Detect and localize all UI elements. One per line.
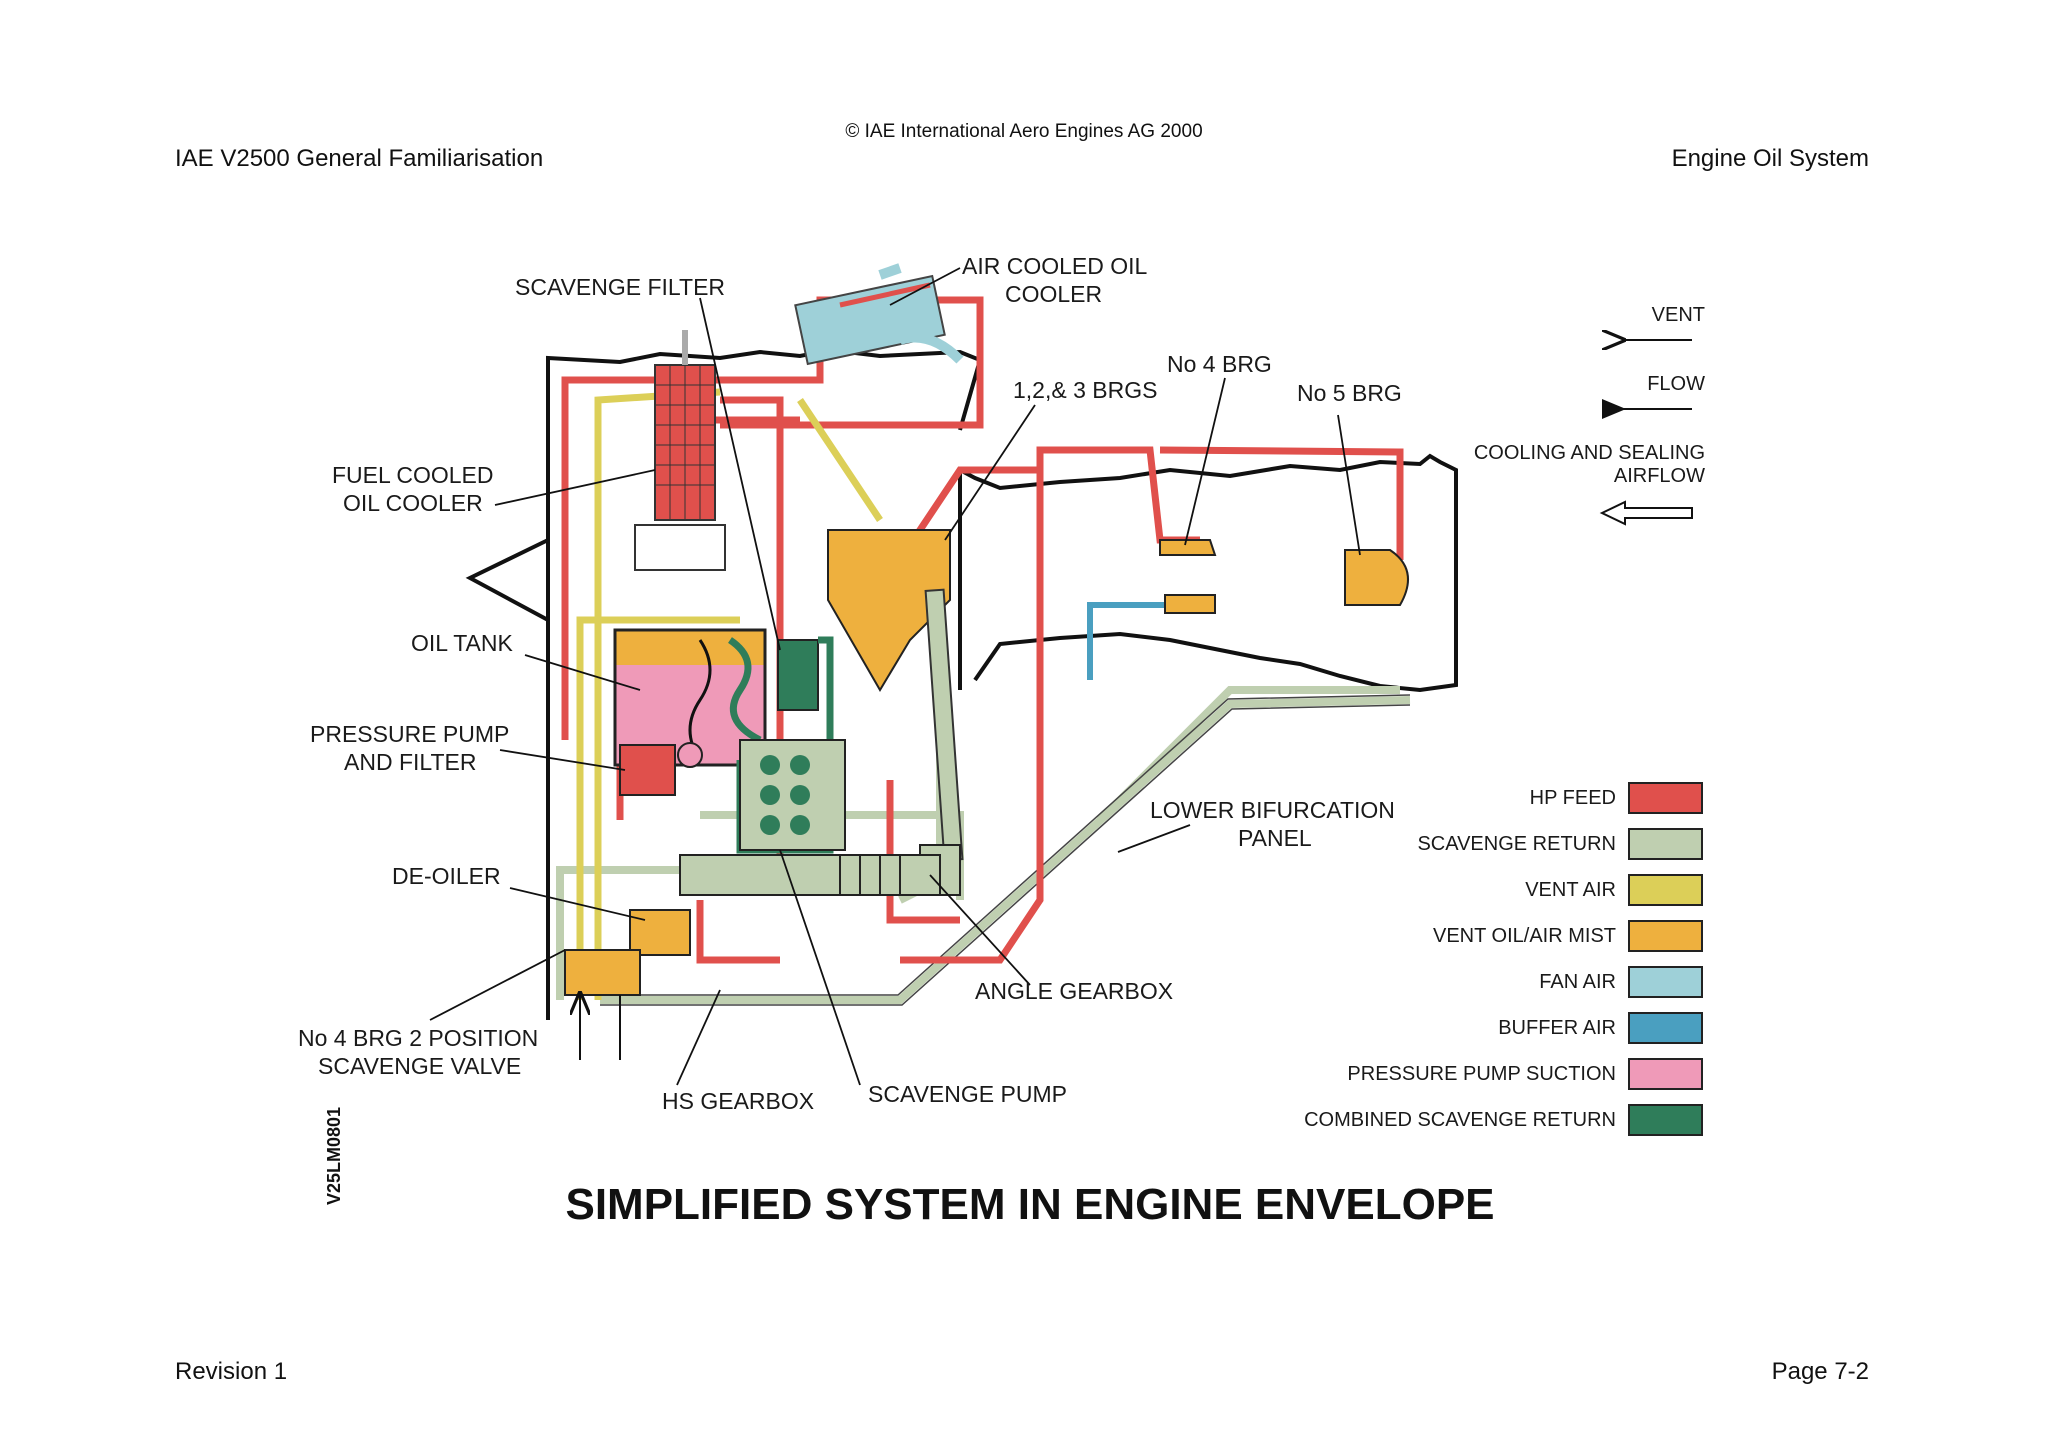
- cooling-key-label-line1: COOLING AND SEALING: [1474, 442, 1705, 464]
- legend-label: BUFFER AIR: [1498, 1017, 1616, 1039]
- label-air-cooled-oil-cooler-line1: AIR COOLED OIL: [962, 253, 1148, 279]
- label-de-oiler: DE-OILER: [392, 863, 501, 889]
- legend-label: VENT AIR: [1525, 879, 1616, 901]
- legend-swatch: [1628, 782, 1703, 814]
- label-no4-brg-valve-line2: SCAVENGE VALVE: [318, 1053, 521, 1079]
- fuel-cooled-oil-cooler: [634, 330, 726, 571]
- legend: HP FEED SCAVENGE RETURN VENT AIR VENT OIL/A…: [1304, 782, 1703, 1136]
- label-fuel-cooled-oil-cooler-line2: OIL COOLER: [343, 490, 483, 516]
- legend-swatch: [1628, 1012, 1703, 1044]
- scavenge-return-outline: [600, 694, 1411, 1006]
- legend-swatch: [1628, 874, 1703, 906]
- label-lower-bifurcation-line1: LOWER BIFURCATION: [1150, 797, 1395, 823]
- document-title: IAE V2500 General Familiarisation: [175, 145, 544, 172]
- air-cooled-oil-cooler: [794, 263, 964, 366]
- hs-gearbox: [679, 854, 941, 896]
- flow-key-label: FLOW: [1647, 373, 1705, 395]
- label-no4-brg-valve-line1: No 4 BRG 2 POSITION: [298, 1025, 538, 1051]
- label-no5-brg: No 5 BRG: [1297, 380, 1402, 406]
- legend-label: FAN AIR: [1539, 971, 1616, 993]
- bearing-housing-123: [827, 529, 964, 862]
- revision-label: Revision 1: [175, 1358, 288, 1385]
- de-oiler: [629, 909, 691, 956]
- label-pressure-pump-line2: AND FILTER: [344, 749, 476, 775]
- buffer-air-line: [1087, 602, 1180, 680]
- pressure-pump-and-filter: [619, 742, 703, 796]
- copyright-notice: © IAE International Aero Engines AG 2000: [845, 121, 1203, 142]
- no4-bearing: [1159, 539, 1217, 614]
- vent-key-label: VENT: [1652, 304, 1705, 326]
- legend-swatch: [1628, 828, 1703, 860]
- section-title: Engine Oil System: [1671, 145, 1869, 172]
- legend-swatch: [1628, 966, 1703, 998]
- legend-label: COMBINED SCAVENGE RETURN: [1304, 1109, 1616, 1131]
- scavenge-filter: [727, 637, 819, 744]
- label-scavenge-pump: SCAVENGE PUMP: [868, 1081, 1067, 1107]
- label-fuel-cooled-oil-cooler-line1: FUEL COOLED: [332, 462, 493, 488]
- page-number: Page 7-2: [1771, 1358, 1869, 1385]
- cooling-arrow-icon: [1599, 500, 1693, 526]
- legend-swatch: [1628, 1104, 1703, 1136]
- label-brgs-123: 1,2,& 3 BRGS: [1013, 377, 1157, 403]
- no5-bearing: [1344, 549, 1409, 606]
- legend-swatch: [1628, 920, 1703, 952]
- label-oil-tank: OIL TANK: [411, 630, 513, 656]
- label-air-cooled-oil-cooler-line2: COOLER: [1005, 281, 1102, 307]
- no4-brg-scavenge-valve: [564, 949, 641, 1060]
- figure-code: V25LM0801: [324, 1107, 344, 1205]
- label-scavenge-filter: SCAVENGE FILTER: [515, 274, 725, 300]
- label-lower-bifurcation-line2: PANEL: [1238, 825, 1312, 851]
- scavenge-pump: [739, 739, 846, 851]
- engine-casing-outline: [465, 347, 1458, 1020]
- label-no4-brg: No 4 BRG: [1167, 351, 1272, 377]
- leader-lines: [429, 267, 1361, 1086]
- legend-label: PRESSURE PUMP SUCTION: [1347, 1063, 1616, 1085]
- cooling-key-label-line2: AIRFLOW: [1614, 465, 1705, 487]
- label-angle-gearbox: ANGLE GEARBOX: [975, 978, 1173, 1004]
- diagram-title: SIMPLIFIED SYSTEM IN ENGINE ENVELOPE: [565, 1180, 1494, 1229]
- legend-swatch: [1628, 1058, 1703, 1090]
- legend-label: HP FEED: [1530, 787, 1616, 809]
- label-pressure-pump-line1: PRESSURE PUMP: [310, 721, 509, 747]
- legend-label: SCAVENGE RETURN: [1417, 833, 1616, 855]
- legend-label: VENT OIL/AIR MIST: [1433, 925, 1616, 947]
- label-hs-gearbox: HS GEARBOX: [662, 1088, 814, 1114]
